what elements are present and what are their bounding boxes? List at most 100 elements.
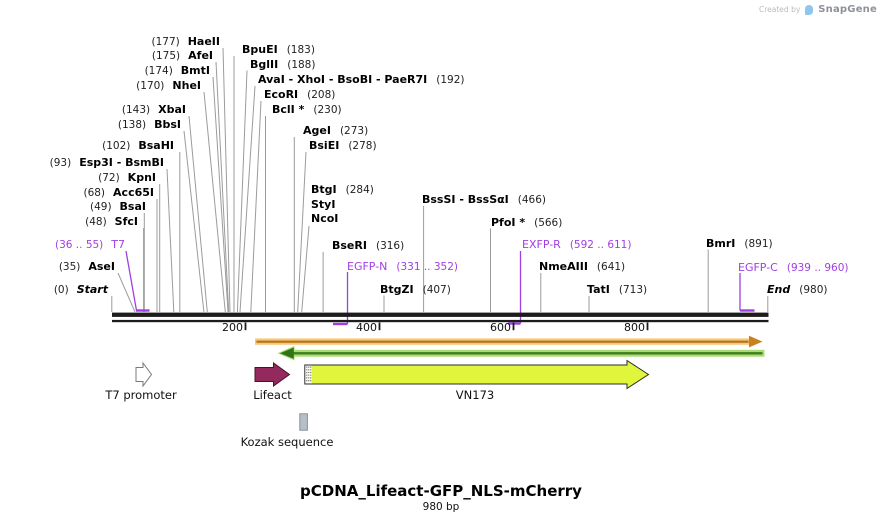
site-name: StyI	[311, 197, 336, 211]
site-name: HaeII	[187, 35, 220, 48]
site-label-egfp-c[interactable]: EGFP-C(939 .. 960)	[738, 261, 848, 275]
kozak-sequence-label[interactable]: Kozak sequence	[240, 435, 334, 449]
sequence-bar-top	[112, 312, 769, 317]
kozak-sequence-box[interactable]	[299, 413, 308, 431]
site-label-bmri[interactable]: BmrI(891)	[706, 237, 773, 251]
leader-line	[188, 115, 208, 313]
site-position: (278)	[348, 140, 377, 152]
site-label-bmti[interactable]: (174)BmtI	[145, 64, 210, 78]
site-name: SfcI	[114, 215, 138, 228]
plasmid-length: 980 bp	[422, 501, 460, 513]
site-label-end[interactable]: End (980)	[767, 283, 827, 297]
site-position: (566)	[534, 216, 563, 229]
site-label-start[interactable]: (0)Start	[54, 283, 108, 297]
site-label-ncoi[interactable]: NcoI	[311, 212, 338, 226]
vn173-label[interactable]: VN173	[455, 388, 495, 402]
leader-line	[215, 61, 230, 313]
site-name: XbaI	[158, 103, 186, 116]
site-name: End	[767, 283, 791, 296]
primer-connector	[125, 250, 138, 311]
site-label-agei[interactable]: AgeI (273)	[303, 124, 368, 138]
site-label-nhei[interactable]: (170) NheI	[136, 79, 201, 93]
site-label-acc65i[interactable]: (68)Acc65I	[83, 186, 154, 200]
site-name: BglII	[250, 57, 279, 71]
site-label-t7[interactable]: (36 .. 55)T7	[55, 238, 125, 252]
site-name: AgeI	[303, 124, 331, 137]
sequence-bar-bottom	[112, 319, 769, 323]
site-label-exfp-r[interactable]: EXFP-R(592 .. 611)	[522, 238, 631, 252]
site-name: NheI	[172, 79, 201, 92]
site-label-btgi[interactable]: BtgI(284)	[311, 183, 374, 197]
lifeact-label[interactable]: Lifeact	[253, 388, 292, 402]
plasmid-title: pCDNA_Lifeact-GFP_NLS-mCherry	[300, 482, 582, 500]
site-label-bcli-[interactable]: BclI *(230)	[272, 103, 342, 117]
leader-line	[236, 70, 248, 313]
t7-promoter-label[interactable]: T7 promoter	[105, 388, 177, 402]
site-position: (273)	[339, 125, 369, 137]
site-name: EGFP-C	[738, 260, 778, 274]
site-label-xbai[interactable]: (143)XbaI	[122, 103, 186, 117]
orf-reverse-arrow[interactable]	[277, 345, 765, 361]
site-position: (175)	[151, 50, 181, 62]
site-label-sfci[interactable]: (48) SfcI	[85, 215, 138, 229]
vn173-arrow-body	[304, 359, 650, 390]
site-label-kpni[interactable]: (72)KpnI	[98, 171, 156, 185]
site-label-bbsi[interactable]: (138)BbsI	[118, 118, 181, 132]
site-label-afei[interactable]: (175) AfeI	[152, 49, 213, 63]
site-label-bglii[interactable]: BglII(188)	[250, 58, 315, 72]
site-label-esp3i-bsmbi[interactable]: (93)Esp3I - BsmBI	[50, 156, 164, 170]
site-position: (177)	[151, 36, 180, 48]
leader-line	[212, 76, 229, 313]
site-label-bpuei[interactable]: BpuEI(183)	[242, 43, 315, 57]
site-position: (170)	[136, 80, 165, 92]
site-name: BsiEI	[309, 139, 340, 152]
site-name: BpuEI	[242, 43, 278, 56]
site-label-asei[interactable]: (35)AseI	[59, 260, 115, 274]
ruler-number-800: 800	[624, 321, 645, 334]
lifeact-arrow[interactable]	[254, 362, 291, 387]
site-position: (331 .. 352)	[396, 260, 459, 273]
vn173-arrow[interactable]	[304, 359, 650, 390]
site-position: (208)	[307, 89, 336, 101]
t7-promoter-arrow[interactable]	[135, 361, 153, 388]
site-name: AfeI	[188, 49, 213, 62]
site-position: (102)	[102, 140, 131, 152]
site-label-ecori[interactable]: EcoRI(208)	[264, 88, 335, 102]
site-name: KpnI	[127, 171, 156, 184]
site-name: BsaI	[119, 200, 146, 213]
site-name: NmeAIII	[539, 260, 588, 273]
orf-forward-arrow[interactable]	[255, 335, 763, 348]
leader-line	[301, 225, 310, 313]
site-label-bsssi-bsss-i[interactable]: BssSI - BssSαI(466)	[422, 193, 546, 207]
site-label-bsiei[interactable]: BsiEI (278)	[309, 139, 377, 153]
ruler-number-200: 200	[222, 321, 243, 334]
site-name: BbsI	[154, 118, 181, 131]
site-position: (93)	[49, 157, 72, 169]
site-name: Start	[76, 283, 108, 296]
site-label-bsahi[interactable]: (102) BsaHI	[102, 139, 174, 153]
site-label-bsai[interactable]: (49)BsaI	[90, 200, 146, 214]
leader-line	[203, 91, 226, 313]
site-name: AvaI - XhoI - BsoBI - PaeR7I	[258, 73, 428, 86]
orf-forward-line	[256, 340, 749, 343]
site-label-bseri[interactable]: BseRI(316)	[332, 239, 404, 253]
site-name: BtgI	[311, 183, 337, 196]
site-position: (316)	[375, 240, 405, 252]
site-name: BsaHI	[138, 139, 174, 152]
site-label-tati[interactable]: TatI(713)	[587, 283, 647, 297]
site-label-pfoi-[interactable]: PfoI *(566)	[491, 216, 562, 230]
site-label-haeii[interactable]: (177) HaeII	[151, 35, 220, 49]
watermark: Created by SnapGene	[759, 4, 877, 15]
site-position: (980)	[799, 284, 828, 296]
site-label-nmeaiii[interactable]: NmeAIII(641)	[539, 260, 625, 274]
orf-reverse-arrowhead	[280, 347, 294, 359]
site-position: (48)	[85, 216, 107, 228]
watermark-brand-text: SnapGene	[818, 4, 877, 15]
site-label-styi[interactable]: StyI	[311, 198, 335, 212]
site-label-btgzi[interactable]: BtgZI(407)	[380, 283, 451, 297]
site-label-avai-xhoi-bsobi-paer7i[interactable]: AvaI - XhoI - BsoBI - PaeR7I(192)	[258, 73, 465, 87]
site-position: (713)	[618, 284, 648, 296]
site-label-egfp-n[interactable]: EGFP-N(331 .. 352)	[347, 260, 458, 274]
site-position: (36 .. 55)	[55, 239, 104, 251]
